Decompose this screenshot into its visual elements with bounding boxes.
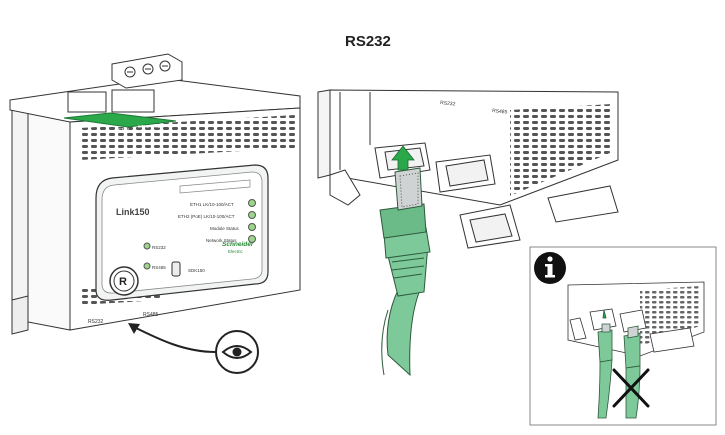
strip-label-eth2: ETH2 (PoE) [138, 124, 163, 129]
bottom-view-device [317, 89, 619, 249]
port-led-rs232: RS232 [152, 245, 166, 250]
port-led-rs485: RS485 [152, 265, 166, 270]
rs232-heading: RS232 [345, 33, 391, 50]
led-label-4: Network Status [206, 238, 237, 243]
strip-label-eth1: ETH1 [118, 127, 130, 132]
brand-label: Schneider [222, 241, 254, 248]
eye-icon [215, 330, 259, 374]
view-arrow [128, 323, 217, 353]
led-label-1: ETH1 LK/10-100/ACT [190, 202, 234, 207]
info-panel [529, 246, 717, 426]
reset-label: R [119, 276, 127, 288]
switch-label: SDK150 [188, 268, 205, 273]
terminal-block [111, 53, 183, 89]
info-icon [530, 248, 570, 288]
led-label-3: Module Status [210, 226, 240, 231]
device-model-label: Link150 [116, 207, 150, 217]
rj-cable [379, 167, 431, 377]
link150-device [9, 53, 301, 335]
bottom-label-rs485: RS485 [143, 312, 159, 318]
bottom-label-rs232: RS232 [88, 319, 104, 325]
insert-arrow [391, 145, 415, 171]
port-label-rs485: RS485 [492, 108, 508, 116]
cross-mark [612, 368, 650, 408]
port-label-rs232: RS232 [440, 100, 456, 108]
led-label-2: ETH2 (PoE) LK/10-100/ACT [178, 214, 235, 219]
brand-sub-label: Electric [228, 249, 244, 254]
